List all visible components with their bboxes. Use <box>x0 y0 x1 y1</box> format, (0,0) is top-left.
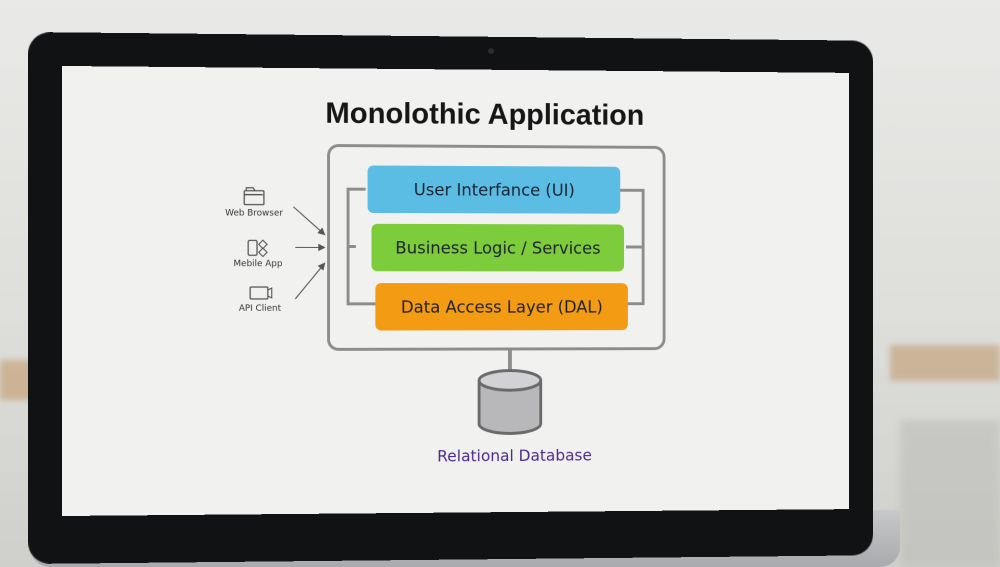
diagram-title: Monolothic Application <box>325 97 644 132</box>
database-label: Relational Database <box>437 446 592 466</box>
data-access-layer-box <box>375 283 628 331</box>
client-label-api-client: API Client <box>239 304 282 314</box>
database-cylinder-icon <box>479 370 541 433</box>
ui-layer-box <box>367 165 621 214</box>
architecture-diagram: Monolothic Application User Interfance (… <box>62 66 849 516</box>
business-logic-layer-label: Business Logic / Services <box>395 239 600 259</box>
arrow-web-browser <box>293 207 324 235</box>
monitor-screen: Monolothic Application User Interfance (… <box>62 66 849 516</box>
client-label-mobile-app: Mebile App <box>233 259 282 269</box>
ui-layer-label: User Interfance (UI) <box>414 181 575 201</box>
business-logic-layer-box <box>371 223 625 272</box>
terminal-icon <box>250 287 272 299</box>
client-label-web-browser: Web Browser <box>225 209 283 219</box>
folder-browser-icon <box>244 188 264 205</box>
data-access-layer-label: Data Access Layer (DAL) <box>401 298 603 318</box>
background-shelf-right <box>890 345 1000 381</box>
arrow-api-client <box>295 263 324 299</box>
mobile-phone-icon <box>248 240 267 256</box>
webcam-icon <box>488 48 494 54</box>
background-furniture <box>900 420 1000 567</box>
